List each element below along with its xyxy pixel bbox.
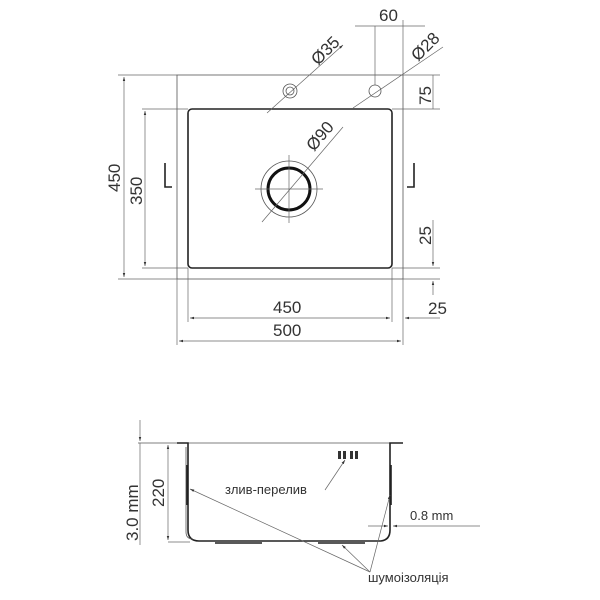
label-overflow: злив-перелив [225,482,307,497]
dim-rim-bottom: 25 [416,226,435,245]
dim-overall-depth: 450 [105,164,124,192]
dim-tap-hole-1: Ø35 [307,33,343,69]
section-mark-right [407,163,415,188]
dim-thickness-top: 3.0 mm [123,484,142,541]
overflow-slots [338,451,358,459]
tap-hole-2 [368,84,382,98]
dim-drain: Ø90 [303,118,338,155]
dim-bowl-depth: 350 [127,177,146,205]
dim-tap-hole-2: Ø28 [407,29,443,65]
dim-bowl-height: 220 [149,479,168,507]
sink-outline [176,74,404,280]
top-view: Ø35 Ø28 Ø90 60 450 350 75 25 450 25 [105,6,447,345]
dim-tap-offset: 60 [379,6,398,25]
bowl-outline [187,108,393,269]
section-mark-left [164,163,172,188]
label-insulation: шумоізоляція [368,570,449,585]
dim-overall-width: 500 [273,321,301,340]
dim-rim-top: 75 [416,86,435,105]
tap-hole-1 [282,83,298,99]
dim-wall-thickness: 0.8 mm [410,508,453,523]
bowl-section [177,442,403,542]
drain-hole [255,155,323,223]
dim-rim-side: 25 [428,299,447,318]
side-view: 3.0 mm 220 0.8 mm злив-перелив шумоізоля… [123,420,480,585]
dim-bowl-width: 450 [273,298,301,317]
